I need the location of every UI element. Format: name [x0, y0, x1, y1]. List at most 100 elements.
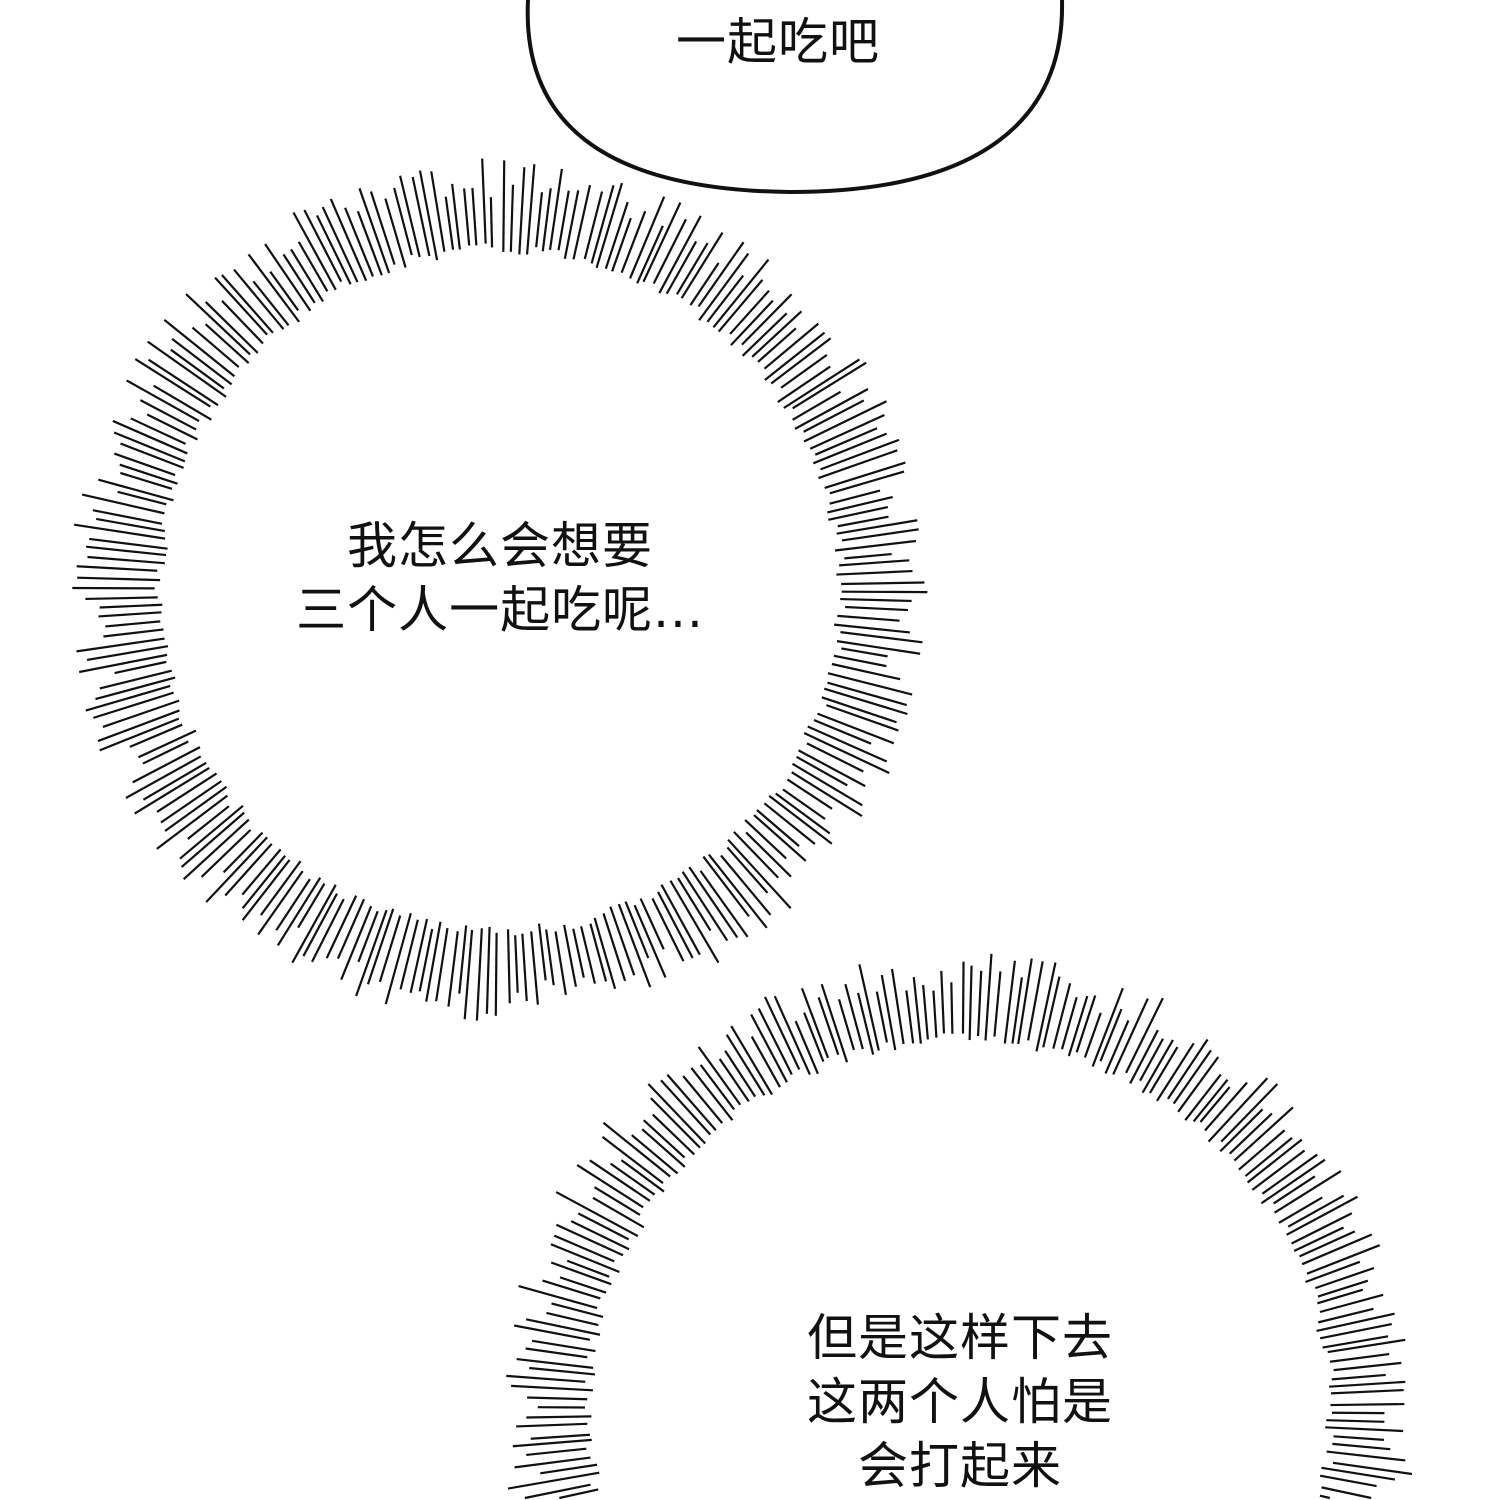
burst-stroke [1322, 1335, 1389, 1349]
burst-stroke [650, 1097, 701, 1149]
burst-stroke [1067, 995, 1089, 1057]
burst-stroke [1333, 1361, 1402, 1372]
burst-stroke [541, 188, 552, 252]
burst-stroke [435, 927, 449, 1002]
burst-stroke [1326, 1419, 1385, 1423]
burst-stroke [1321, 1486, 1372, 1500]
burst-stroke [1139, 1038, 1164, 1082]
burst-stroke [95, 676, 176, 701]
burst-stroke [976, 970, 983, 1037]
burst-stroke [1299, 1230, 1356, 1258]
burst-stroke [325, 895, 358, 959]
burst-stroke [753, 814, 807, 862]
burst-stroke [1291, 1212, 1353, 1245]
burst-stroke [844, 552, 892, 560]
burst-stroke [525, 1347, 588, 1359]
burst-stroke [546, 1311, 599, 1327]
burst-stroke [509, 184, 515, 252]
burst-stroke [950, 982, 954, 1034]
burst-stroke [681, 871, 729, 942]
burst-stroke [475, 928, 483, 1021]
burst-stroke [98, 478, 174, 502]
burst-stroke [418, 928, 434, 992]
burst-stroke [1305, 1260, 1361, 1284]
burst-stroke [824, 461, 906, 490]
burst-stroke [794, 388, 869, 430]
burst-stroke [601, 1136, 664, 1184]
burst-stroke [690, 1067, 734, 1121]
burst-stroke [836, 519, 918, 535]
burst-stroke [813, 719, 872, 745]
burst-stroke [1233, 1106, 1294, 1162]
burst-stroke [806, 742, 864, 773]
burst-stroke [85, 684, 171, 712]
burst-stroke [828, 505, 889, 521]
burst-stroke [103, 628, 164, 638]
burst-stroke [252, 280, 290, 327]
burst-stroke [890, 968, 905, 1045]
burst-stroke [689, 262, 720, 306]
burst-stroke [611, 217, 632, 272]
burst-stroke [548, 168, 563, 251]
burst-stroke [142, 761, 207, 801]
burst-stroke [384, 912, 412, 1005]
burst-stroke [1192, 1078, 1229, 1123]
burst-stroke [604, 201, 629, 270]
burst-stroke [269, 270, 300, 311]
burst-stroke [451, 183, 461, 250]
burst-stroke [718, 1058, 750, 1103]
burst-stroke [76, 565, 158, 572]
burst-stroke [837, 614, 900, 622]
burst-stroke [507, 1471, 600, 1490]
burst-stroke [113, 431, 186, 463]
burst-stroke [537, 923, 547, 981]
burst-stroke [1112, 998, 1149, 1075]
burst-stroke [92, 509, 163, 525]
burst-stroke [841, 581, 925, 586]
burst-stroke [800, 987, 830, 1059]
burst-stroke [1052, 983, 1072, 1049]
burst-stroke [563, 924, 578, 987]
burst-stroke [624, 901, 650, 959]
burst-stroke [530, 1433, 591, 1440]
burst-stroke [633, 904, 667, 978]
burst-stroke [1332, 1461, 1413, 1476]
burst-stroke [551, 1302, 604, 1318]
burst-stroke [857, 992, 875, 1055]
burst-stroke [1274, 1170, 1342, 1214]
burst-stroke [836, 640, 921, 655]
burst-stroke [642, 202, 682, 283]
burst-stroke [529, 1366, 596, 1376]
burst-stroke [275, 878, 311, 931]
burst-stroke [1327, 1338, 1406, 1354]
burst-stroke [768, 794, 833, 845]
burst-stroke [698, 252, 750, 321]
burst-stroke [297, 883, 326, 929]
burst-stroke [425, 921, 442, 1002]
burst-stroke [968, 965, 973, 1041]
burst-stroke [329, 198, 368, 282]
burst-stroke [430, 171, 446, 252]
burst-stroke [834, 539, 916, 552]
burst-stroke [839, 559, 910, 567]
burst-stroke [257, 870, 304, 936]
burst-stroke [97, 709, 180, 743]
burst-stroke [629, 196, 666, 279]
burst-stroke [791, 771, 863, 817]
burst-stroke [777, 365, 831, 403]
burst-stroke [156, 794, 229, 850]
burst-stroke [120, 471, 173, 490]
burst-stroke [580, 925, 597, 984]
burst-stroke [764, 331, 826, 381]
burst-stroke [697, 1046, 742, 1106]
burst-stroke [179, 804, 244, 860]
burst-stroke [940, 970, 946, 1034]
burst-stroke [572, 928, 585, 978]
burst-stroke [393, 187, 413, 256]
burst-stroke [241, 848, 282, 896]
burst-stroke [697, 241, 745, 308]
burst-stroke [798, 749, 866, 788]
burst-stroke [590, 185, 615, 264]
burst-stroke [156, 772, 218, 813]
burst-stroke [729, 289, 770, 335]
